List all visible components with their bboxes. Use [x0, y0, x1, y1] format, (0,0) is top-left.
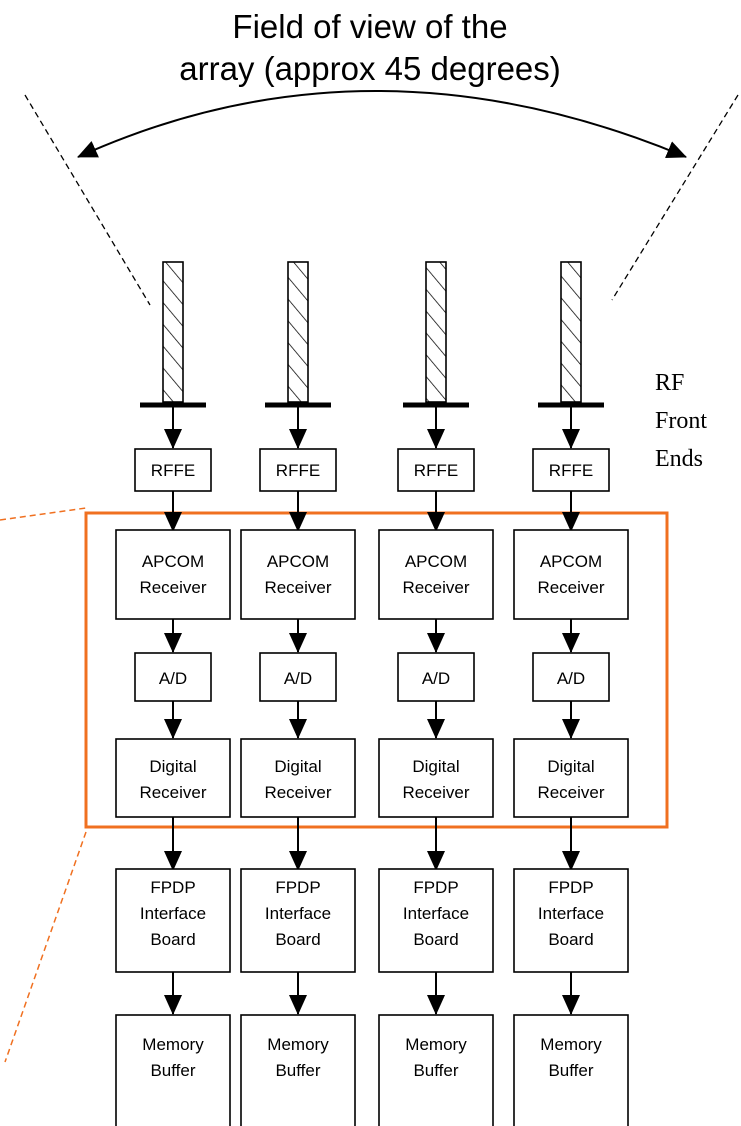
digital-receiver-label: Receiver — [264, 783, 331, 802]
digital-receiver-label: Digital — [149, 757, 196, 776]
memory-buffer-box — [240, 1014, 356, 1126]
memory-buffer-label: Buffer — [150, 1061, 195, 1080]
highlight-leader-top — [0, 507, 87, 521]
rffe-box — [532, 448, 610, 492]
rffe-label: RFFE — [414, 461, 458, 480]
apcom-receiver-label: Receiver — [264, 578, 331, 597]
ad-converter-box — [532, 652, 610, 702]
memory-buffer-label: Buffer — [275, 1061, 320, 1080]
memory-buffer-label: Memory — [267, 1035, 329, 1054]
apcom-receiver-label: APCOM — [142, 552, 204, 571]
digital-receiver-label: Receiver — [139, 783, 206, 802]
fpdp-interface-board-label: Interface — [265, 904, 331, 923]
fpdp-interface-board-box — [240, 868, 356, 973]
rffe-box — [397, 448, 475, 492]
apcom-receiver-label: APCOM — [267, 552, 329, 571]
antenna-element — [560, 261, 582, 403]
field-of-view-arc — [77, 90, 687, 158]
receiver-group-highlight — [84, 511, 669, 829]
memory-buffer-label: Memory — [142, 1035, 204, 1054]
apcom-receiver-label: Receiver — [402, 578, 469, 597]
memory-buffer-box — [115, 1014, 231, 1126]
rffe-label: RFFE — [549, 461, 593, 480]
memory-buffer-label: Buffer — [548, 1061, 593, 1080]
antenna-element — [162, 261, 184, 403]
memory-buffer-label: Buffer — [413, 1061, 458, 1080]
digital-receiver-label: Digital — [274, 757, 321, 776]
fpdp-interface-board-label: FPDP — [548, 878, 593, 897]
fpdp-interface-board-label: Board — [413, 930, 458, 949]
apcom-receiver-box — [115, 529, 231, 620]
antenna-element — [287, 261, 309, 403]
fpdp-interface-board-label: Interface — [403, 904, 469, 923]
ad-converter-box — [397, 652, 475, 702]
memory-buffer-box — [513, 1014, 629, 1126]
apcom-receiver-label: Receiver — [139, 578, 206, 597]
fov-right-dashed-line — [611, 94, 739, 301]
fpdp-interface-board-label: FPDP — [413, 878, 458, 897]
title-line-2: array (approx 45 degrees) — [179, 50, 561, 87]
fov-left-dashed-line — [24, 94, 151, 306]
apcom-receiver-label: APCOM — [540, 552, 602, 571]
ad-converter-label: A/D — [422, 669, 450, 688]
fpdp-interface-board-label: Board — [548, 930, 593, 949]
title-line-1: Field of view of the — [232, 8, 507, 45]
apcom-receiver-label: Receiver — [537, 578, 604, 597]
fpdp-interface-board-label: Board — [150, 930, 195, 949]
digital-receiver-box — [240, 738, 356, 818]
fpdp-interface-board-label: FPDP — [150, 878, 195, 897]
memory-buffer-label: Memory — [405, 1035, 467, 1054]
digital-receiver-box — [378, 738, 494, 818]
digital-receiver-box — [115, 738, 231, 818]
apcom-receiver-label: APCOM — [405, 552, 467, 571]
digital-receiver-label: Receiver — [402, 783, 469, 802]
ad-converter-label: A/D — [159, 669, 187, 688]
rffe-label: RFFE — [151, 461, 195, 480]
rf-label-line-2: Front — [655, 408, 707, 434]
highlight-leader-bottom — [4, 831, 87, 1063]
digital-receiver-label: Digital — [412, 757, 459, 776]
fpdp-interface-board-box — [513, 868, 629, 973]
digital-receiver-box — [513, 738, 629, 818]
rffe-box — [134, 448, 212, 492]
fpdp-interface-board-label: Board — [275, 930, 320, 949]
rf-label-line-3: Ends — [655, 446, 703, 472]
antenna-element — [425, 261, 447, 403]
fpdp-interface-board-label: Interface — [140, 904, 206, 923]
fpdp-interface-board-label: FPDP — [275, 878, 320, 897]
rffe-box — [259, 448, 337, 492]
memory-buffer-label: Memory — [540, 1035, 602, 1054]
rf-label-line-1: RF — [655, 370, 684, 396]
memory-buffer-box — [378, 1014, 494, 1126]
fpdp-interface-board-label: Interface — [538, 904, 604, 923]
ad-converter-label: A/D — [557, 669, 585, 688]
ad-converter-label: A/D — [284, 669, 312, 688]
rffe-label: RFFE — [276, 461, 320, 480]
apcom-receiver-box — [513, 529, 629, 620]
apcom-receiver-box — [240, 529, 356, 620]
digital-receiver-label: Digital — [547, 757, 594, 776]
digital-receiver-label: Receiver — [537, 783, 604, 802]
apcom-receiver-box — [378, 529, 494, 620]
